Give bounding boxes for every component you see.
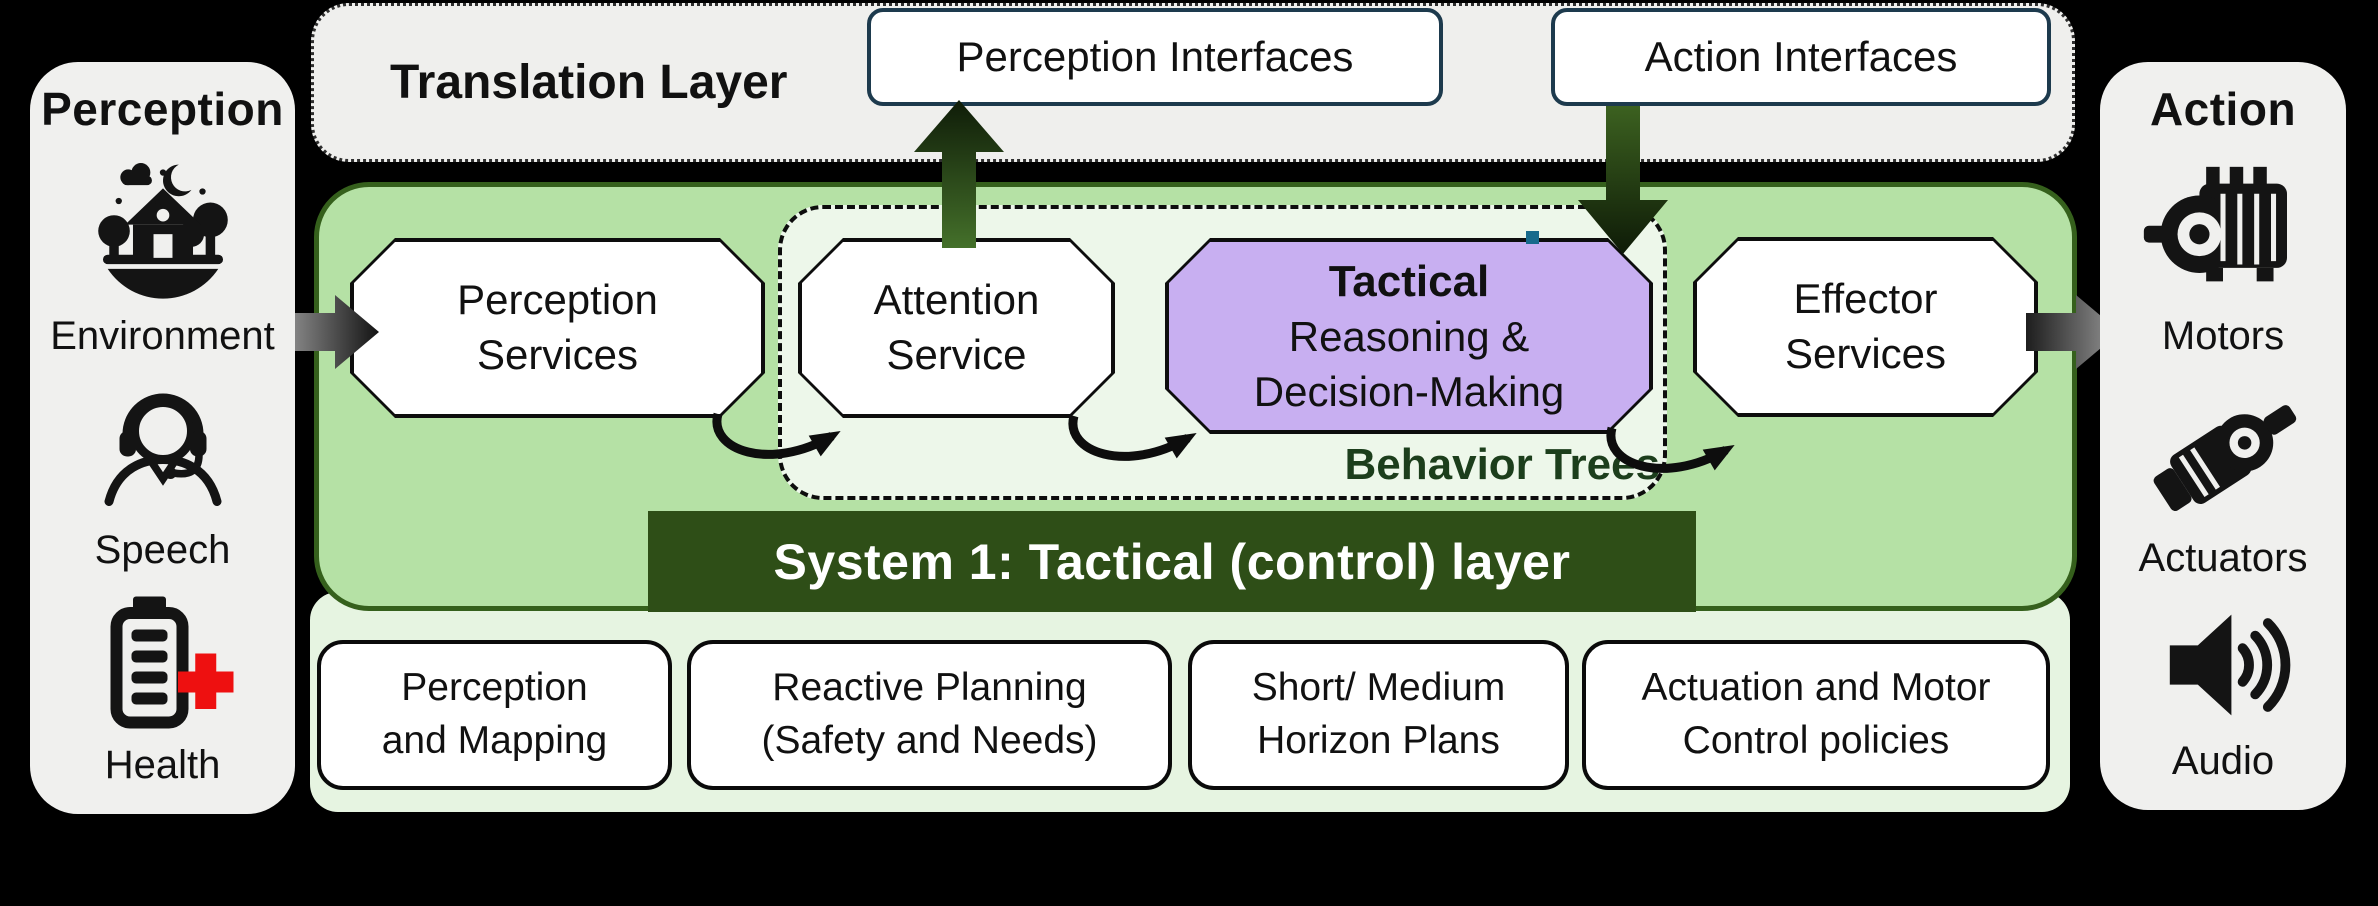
tactical-node-title: Tactical: [1328, 256, 1490, 306]
perception-panel: Perception Environment: [30, 62, 295, 814]
actuators-label: Actuators: [2138, 536, 2308, 581]
audio-label: Audio: [2171, 738, 2275, 783]
audio-icon: [2169, 614, 2291, 716]
health-item: Health: [88, 589, 238, 788]
effector-services-node: Effector Services: [1693, 237, 2038, 417]
tactical-node: Tactical Reasoning & Decision-Making: [1165, 238, 1653, 434]
system1-banner-label: System 1: Tactical (control) layer: [773, 533, 1571, 590]
action-panel: Action Motors: [2100, 62, 2346, 810]
foundation-box-perception-mapping: Perception and Mapping: [317, 640, 672, 790]
foundation-box-reactive-planning: Reactive Planning (Safety and Needs): [687, 640, 1172, 790]
tactical-node-subtitle: Reasoning & Decision-Making: [1253, 313, 1565, 415]
foundation-box-actuation-control: Actuation and Motor Control policies: [1582, 640, 2050, 790]
perception-panel-title: Perception: [41, 83, 284, 135]
tactical-node-body: Tactical Reasoning & Decision-Making: [1169, 242, 1649, 430]
actuator-icon: [2153, 405, 2297, 512]
speech-label: Speech: [94, 528, 231, 573]
perception-services-label: Perception Services: [354, 242, 761, 414]
environment-label: Environment: [50, 313, 275, 358]
perception-interfaces-box: Perception Interfaces: [867, 8, 1443, 106]
system1-banner: System 1: Tactical (control) layer: [648, 511, 1696, 612]
translation-layer-title: Translation Layer: [390, 56, 788, 109]
effector-arrow: [2026, 295, 2120, 369]
foundation-box-horizon-plans: Short/ Medium Horizon Plans: [1188, 640, 1569, 790]
effector-services-label: Effector Services: [1697, 241, 2034, 413]
selection-handle-icon: [1526, 231, 1539, 244]
health-label: Health: [104, 742, 221, 787]
motor-icon: [2143, 166, 2287, 282]
actuators-item: Actuators: [2138, 372, 2308, 581]
environment-arrow: [285, 295, 379, 369]
attention-service-label: Attention Service: [802, 242, 1111, 414]
perception-up-arrow: [914, 100, 1004, 248]
perception-services-node: Perception Services: [350, 238, 765, 418]
action-panel-title: Action: [2149, 83, 2297, 135]
behavior-trees-label: Behavior Trees: [1344, 440, 1661, 489]
motors-item: Motors: [2138, 150, 2308, 359]
flow-arrow-3: [1606, 426, 1735, 473]
action-interfaces-label: Action Interfaces: [1644, 33, 1958, 80]
flow-arrow-2: [1068, 414, 1197, 461]
environment-item: Environment: [50, 152, 275, 359]
flow-arrow-1: [712, 412, 841, 459]
speech-item: Speech: [88, 374, 238, 573]
action-interfaces-box: Action Interfaces: [1551, 8, 2051, 106]
health-icon: [110, 596, 233, 729]
attention-service-node: Attention Service: [798, 238, 1115, 418]
motors-label: Motors: [2161, 313, 2285, 358]
environment-icon: [97, 162, 228, 299]
audio-item: Audio: [2153, 595, 2293, 784]
speech-icon: [104, 393, 221, 507]
action-down-arrow: [1578, 106, 1668, 254]
perception-interfaces-label: Perception Interfaces: [956, 33, 1354, 80]
